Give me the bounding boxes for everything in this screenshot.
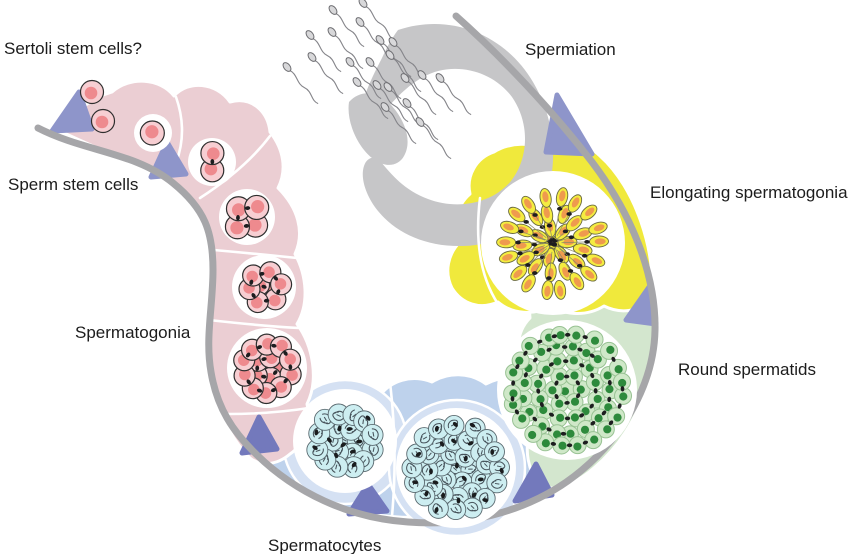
sperm-cell	[383, 82, 420, 125]
sperm-cell	[417, 70, 454, 113]
label-spermatogonia: Spermatogonia	[75, 323, 191, 342]
sperm-cell	[358, 0, 395, 41]
sperm-cell	[307, 52, 344, 95]
sperm-cell	[305, 30, 342, 73]
cluster-spermatogonium-single	[134, 114, 172, 152]
sperm-cell	[282, 62, 319, 105]
sertoli-triangle	[543, 92, 595, 157]
sperm-cell	[372, 80, 409, 123]
label-spermatocytes: Spermatocytes	[268, 536, 381, 554]
cluster-spermatogonia-pair	[188, 138, 236, 186]
label-round-spermatids: Round spermatids	[678, 360, 816, 379]
cluster-elongating-spermatids	[481, 171, 625, 315]
cluster-spermatogonia-4-cell	[219, 189, 275, 245]
cluster-round-spermatids	[497, 320, 637, 460]
sperm-cell	[435, 73, 472, 116]
label-elongating: Elongating spermatogonia	[650, 183, 848, 202]
sperm-stem-cells	[79, 79, 116, 134]
sperm-cell	[375, 35, 412, 78]
cluster-spermatogonia-16-cell	[227, 328, 307, 408]
cluster-spermatocytes-early	[293, 389, 397, 493]
sperm-cell	[415, 117, 452, 160]
sperm-cell	[400, 73, 437, 116]
sperm-stem-cell	[79, 79, 105, 105]
sperm-cell	[380, 102, 417, 145]
cell-clusters	[134, 114, 637, 528]
sertoli-triangle	[49, 89, 95, 134]
lobe-dividers	[174, 95, 500, 518]
sperm-stem-cell	[90, 108, 116, 134]
label-sperm-stem-cells: Sperm stem cells	[8, 175, 138, 194]
cluster-spermatocytes-late	[396, 408, 516, 528]
sperm-cell	[345, 57, 382, 100]
sertoli-cytoplasm-arm	[348, 93, 408, 165]
sperm-cell	[327, 27, 364, 70]
spermatozoa	[282, 0, 472, 160]
cluster-spermatogonia-8-cell	[232, 255, 296, 319]
sperm-cell	[352, 77, 389, 120]
basement-membrane	[34, 12, 659, 527]
sperm-cell	[328, 5, 365, 48]
label-spermiation: Spermiation	[525, 40, 616, 59]
label-sertoli-stem-cells: Sertoli stem cells?	[4, 39, 142, 58]
